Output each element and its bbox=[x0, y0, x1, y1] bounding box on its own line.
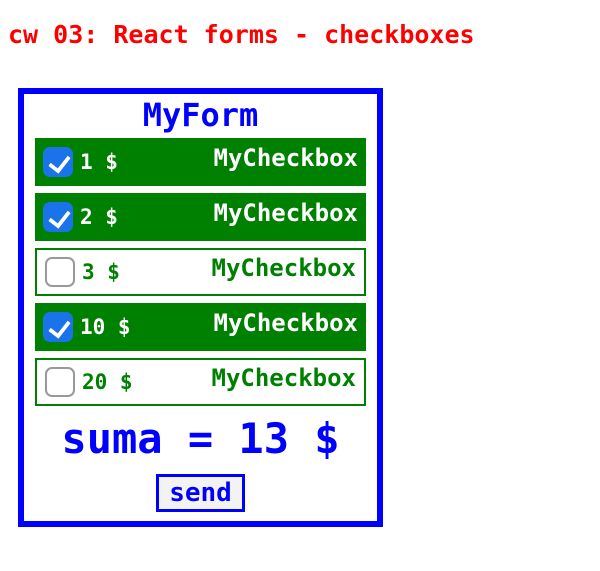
component-name-label: MyCheckbox bbox=[213, 309, 359, 337]
checkbox-label[interactable]: 1 $ bbox=[80, 150, 118, 174]
send-button-row: send bbox=[24, 474, 377, 512]
checkbox-label[interactable]: 20 $ bbox=[82, 370, 133, 394]
checkbox[interactable] bbox=[45, 257, 75, 287]
page-title: cw 03: React forms - checkboxes bbox=[8, 20, 475, 49]
component-name-label: MyCheckbox bbox=[213, 144, 359, 172]
checkbox-row: 20 $ MyCheckbox bbox=[35, 358, 366, 406]
component-name-label: MyCheckbox bbox=[213, 199, 359, 227]
my-form: MyForm 1 $ MyCheckbox 2 $ MyCheckbox 3 $… bbox=[18, 88, 383, 527]
sum-text: suma = 13 $ bbox=[61, 414, 340, 463]
checkbox-label[interactable]: 3 $ bbox=[82, 260, 120, 284]
send-button[interactable]: send bbox=[156, 474, 245, 512]
checkbox[interactable] bbox=[45, 367, 75, 397]
checkbox[interactable] bbox=[43, 147, 73, 177]
checkbox-label[interactable]: 10 $ bbox=[80, 315, 131, 339]
checkbox-row: 3 $ MyCheckbox bbox=[35, 248, 366, 296]
checkbox-row: 1 $ MyCheckbox bbox=[35, 138, 366, 186]
checkbox-row: 10 $ MyCheckbox bbox=[35, 303, 366, 351]
component-name-label: MyCheckbox bbox=[211, 364, 357, 392]
form-title: MyForm bbox=[142, 96, 259, 134]
component-name-label: MyCheckbox bbox=[211, 254, 357, 282]
checkbox-label[interactable]: 2 $ bbox=[80, 205, 118, 229]
checkbox-row: 2 $ MyCheckbox bbox=[35, 193, 366, 241]
checkbox[interactable] bbox=[43, 202, 73, 232]
checkbox-list: 1 $ MyCheckbox 2 $ MyCheckbox 3 $ MyChec… bbox=[24, 138, 377, 406]
checkbox[interactable] bbox=[43, 312, 73, 342]
